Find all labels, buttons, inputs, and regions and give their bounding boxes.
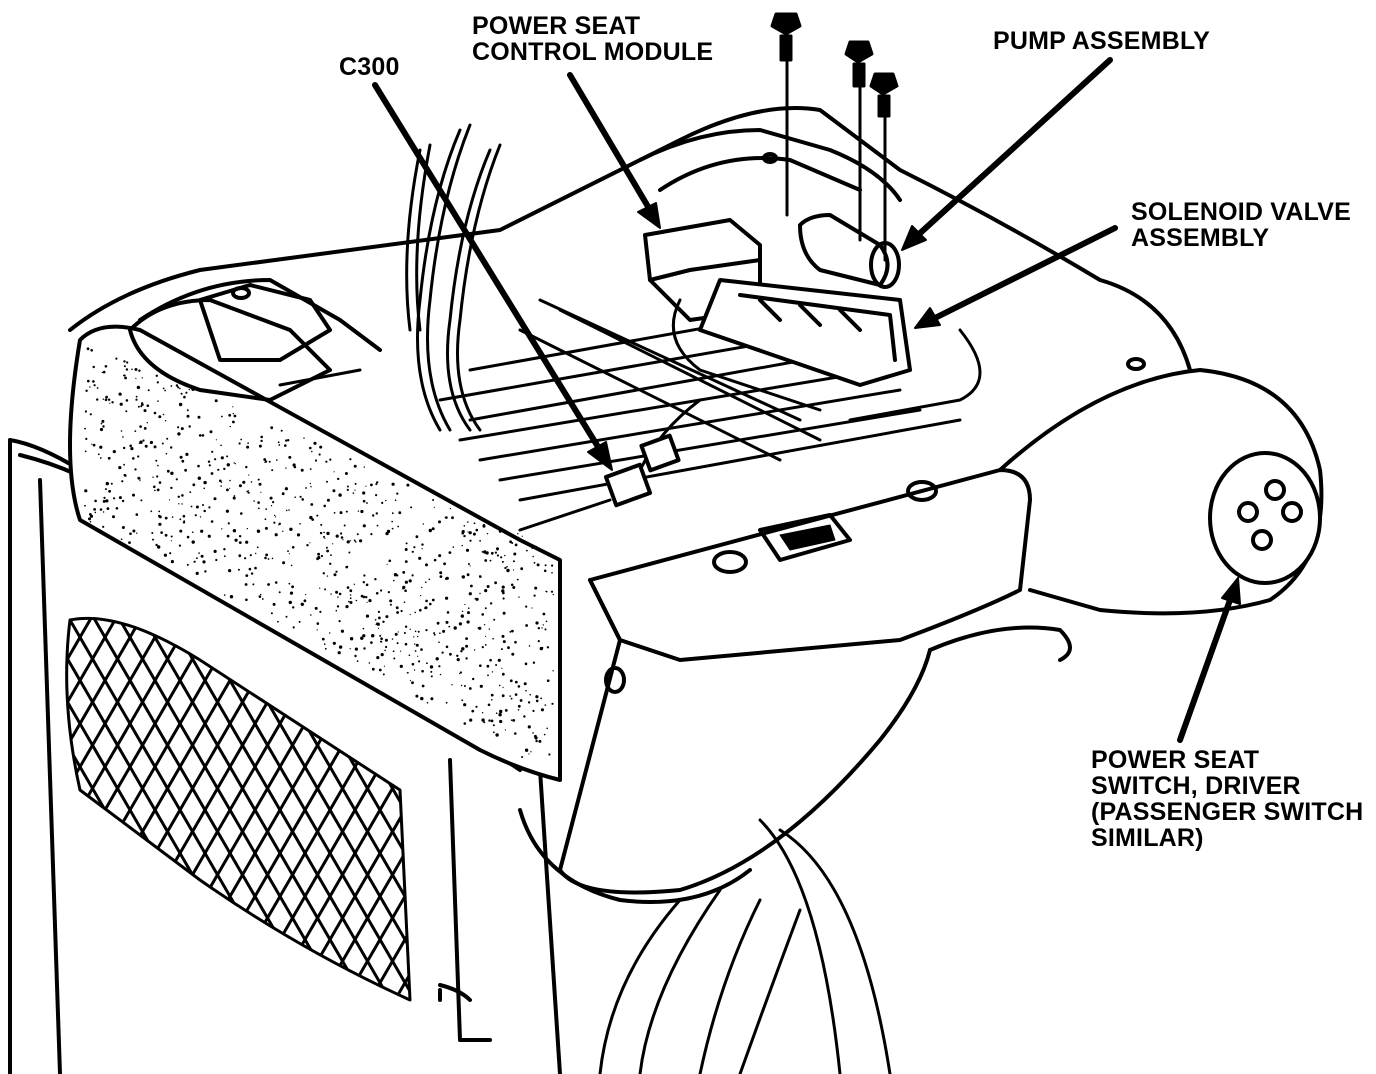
seat-base-legs	[598, 818, 892, 1074]
c300-arrow	[372, 82, 613, 471]
label-control-module-line2: CONTROL MODULE	[472, 38, 714, 66]
leader-arrows	[372, 57, 1241, 743]
label-control-module: POWER SEAT CONTROL MODULE	[472, 13, 713, 65]
label-seat-switch-line2: SWITCH, DRIVER	[1091, 772, 1301, 800]
label-solenoid-valve: SOLENOID VALVE ASSEMBLY	[1131, 199, 1351, 251]
label-pump-assembly-text: PUMP ASSEMBLY	[993, 27, 1211, 55]
label-pump-assembly: PUMP ASSEMBLY	[993, 28, 1210, 54]
seat-switch-arrow	[1177, 577, 1241, 743]
label-solenoid-valve-line1: SOLENOID VALVE	[1131, 198, 1351, 226]
label-seat-switch: POWER SEAT SWITCH, DRIVER (PASSENGER SWI…	[1091, 747, 1363, 851]
label-control-module-line1: POWER SEAT	[472, 12, 641, 40]
label-c300-text: C300	[339, 53, 400, 81]
foam-cushion	[68, 324, 562, 782]
side-rail	[518, 357, 1324, 904]
seat-pan-frame	[68, 106, 1192, 402]
label-seat-switch-line1: POWER SEAT	[1091, 746, 1260, 774]
c300-connector-body	[603, 433, 681, 508]
mounting-bolts	[770, 12, 899, 262]
label-seat-switch-line3: (PASSENGER SWITCH	[1091, 798, 1364, 826]
label-seat-switch-line4: SIMILAR)	[1091, 824, 1204, 852]
pump-assembly-arrow	[901, 57, 1113, 251]
solenoid-valve-arrow	[914, 225, 1118, 329]
label-c300: C300	[339, 54, 400, 80]
wiring-harness	[278, 123, 982, 532]
power-seat-switch	[1208, 451, 1322, 585]
solenoid-valve-body	[698, 278, 912, 387]
control-module-arrow	[567, 72, 661, 229]
label-solenoid-valve-line2: ASSEMBLY	[1131, 224, 1270, 252]
